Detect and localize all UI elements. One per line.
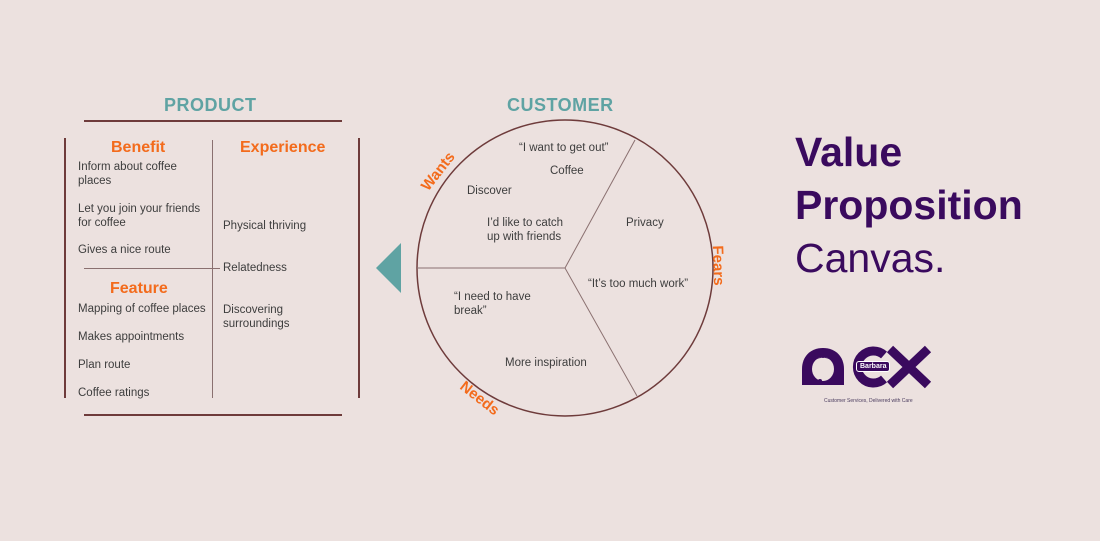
experience-tick [212,268,220,269]
fears-label: Fears [708,245,728,286]
wants-item: “I want to get out” [519,142,609,154]
fit-arrow-icon [376,243,401,293]
logo-tagline: Customer Services, Delivered with Care [824,398,913,404]
fears-item: “It’s too much work” [588,278,689,290]
wants-label: Wants [417,148,459,195]
feature-item: Makes appointments [78,331,185,343]
company-logo: Barbara Customer Services, Delivered wit… [798,345,938,405]
product-heading: PRODUCT [164,95,257,115]
benefit-item: Let you join your friends for coffee [78,203,201,229]
title-line-1: Value [795,129,903,175]
feature-heading: Feature [110,280,168,297]
experience-item: Discovering surroundings [223,304,290,330]
needs-item: “I need to have break” [454,291,531,317]
benefit-item: Inform about coffee places [78,161,177,187]
headset-mascot-icon [802,348,844,385]
feature-item: Plan route [78,359,131,371]
title-line-3: Canvas. [795,235,946,281]
product-center-divider [212,140,213,398]
title-line-2: Proposition [795,182,1023,228]
benefit-item: Gives a nice route [78,244,171,256]
experience-item: Physical thriving [223,220,307,232]
feature-item: Coffee ratings [78,387,150,399]
logo-badge: Barbara [856,361,891,372]
experience-heading: Experience [240,139,326,156]
wants-item: I’d like to catch up with friends [487,217,564,243]
benefit-feature-divider [84,268,212,269]
fears-item: Privacy [626,217,664,229]
benefit-heading: Benefit [111,139,166,156]
product-top-rule [84,120,342,122]
feature-item: Mapping of coffee places [78,303,206,315]
wants-item: Coffee [550,165,584,177]
segment-divider-wants-fears [564,139,636,269]
product-bottom-rule [84,414,342,416]
wants-item: Discover [467,185,512,197]
needs-item: More inspiration [505,357,587,369]
needs-label: Needs [456,377,503,420]
product-right-border [358,138,360,398]
experience-item: Relatedness [223,262,287,274]
product-left-border [64,138,66,398]
customer-heading: CUSTOMER [507,95,614,115]
